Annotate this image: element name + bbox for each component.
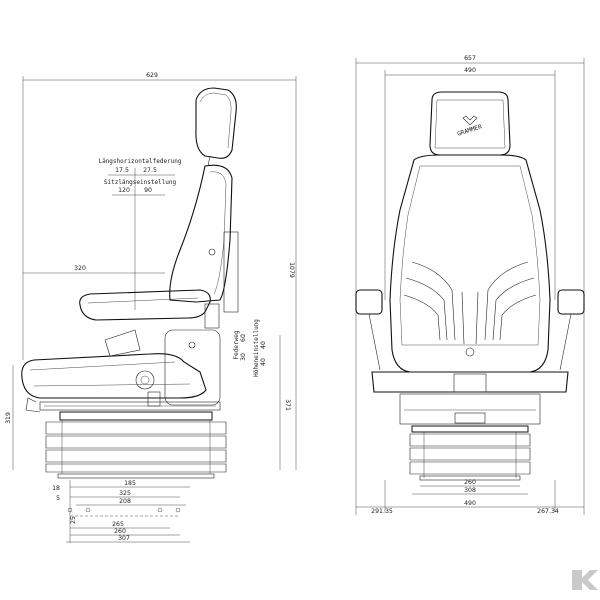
dim-18: 18 xyxy=(52,485,60,492)
seat-front-handle xyxy=(453,373,487,393)
base-top-plate xyxy=(59,411,213,421)
susp-a: 30 xyxy=(240,353,247,361)
k-logo-icon xyxy=(572,570,598,590)
dim-320: 320 xyxy=(74,265,86,272)
horiz-a: 17.5 xyxy=(115,167,129,174)
backrest-knob xyxy=(208,248,216,256)
label-fore-aft: Sitzlängseinstellung xyxy=(104,179,177,186)
seat-belt-buckle xyxy=(104,329,141,357)
backrest-front xyxy=(389,154,551,373)
horiz-b: 27.5 xyxy=(143,167,157,174)
armrest-left-front xyxy=(355,289,383,315)
brand-logo xyxy=(572,570,598,590)
dim-657: 657 xyxy=(464,55,476,62)
dim-267: 267.34 xyxy=(537,508,559,515)
seat-seam-2 xyxy=(33,383,191,387)
front-mech-center xyxy=(454,412,486,424)
height-a: 40 xyxy=(260,358,267,366)
headrest-post xyxy=(207,155,211,167)
dim-208: 208 xyxy=(119,498,131,505)
side-view: 629 1079 371 319 320 Längshorizontalfede… xyxy=(5,72,297,543)
bellows-side xyxy=(45,420,227,474)
fore-a: 120 xyxy=(118,187,130,194)
bellows-front xyxy=(409,432,531,478)
dim-260-front: 260 xyxy=(464,479,476,486)
fore-b: 90 xyxy=(144,187,152,194)
label-horizontal-suspension: Längshorizontalfederung xyxy=(98,158,181,165)
front-base-top xyxy=(411,425,529,433)
armrest-right-front xyxy=(557,289,585,315)
seat-cushion-side xyxy=(21,353,207,399)
grammer-logo-icon xyxy=(462,115,478,126)
dim-265: 265 xyxy=(112,521,124,528)
armrest-side xyxy=(79,289,211,321)
label-height-adjust: Höheneinstellung xyxy=(253,319,260,377)
front-view: 657 490 GRAMMER xyxy=(355,55,585,515)
label-suspension-travel: Federweg xyxy=(233,330,240,359)
susp-b: 60 xyxy=(240,334,247,342)
brand-text: GRAMMER xyxy=(456,123,483,138)
rail-front-stop xyxy=(25,397,41,413)
dim-308: 308 xyxy=(464,487,476,494)
armrest-left-post xyxy=(368,313,381,371)
backrest-panel xyxy=(223,231,239,313)
dim-371: 371 xyxy=(284,399,291,411)
lumbar-ribs xyxy=(403,261,537,345)
dim-307: 307 xyxy=(118,535,130,542)
armrest-hinge xyxy=(204,303,220,329)
adjust-wheel xyxy=(135,370,155,390)
dim-5: 5 xyxy=(56,495,60,502)
dim-185: 185 xyxy=(124,480,136,487)
housing-bolt xyxy=(188,341,196,349)
front-base-bottom xyxy=(419,475,521,481)
backrest-side xyxy=(169,164,233,303)
dim-260: 260 xyxy=(114,528,126,535)
armrest-right-post xyxy=(559,313,572,371)
lever-block xyxy=(147,391,161,407)
headrest-front xyxy=(429,91,511,156)
headrest-inner xyxy=(199,92,232,149)
backrest-front-inner xyxy=(399,165,541,346)
dim-325: 325 xyxy=(119,490,131,497)
backrest-inner xyxy=(209,171,227,295)
dim-1079: 1079 xyxy=(288,262,295,278)
dim-319: 319 xyxy=(5,412,12,424)
dim-490-top: 490 xyxy=(464,67,476,74)
front-mechanism xyxy=(399,393,541,425)
front-badge-icon xyxy=(465,347,475,357)
seat-front xyxy=(371,371,569,393)
dim-490-bottom: 490 xyxy=(464,500,476,507)
slide-rail xyxy=(39,401,221,411)
dim-291: 291.35 xyxy=(371,508,393,515)
seat-seam-1 xyxy=(29,361,176,371)
height-b: 40 xyxy=(260,341,267,349)
base-bottom-plate xyxy=(57,473,215,479)
bolt-holes-side xyxy=(67,507,181,517)
dim-25: 25 xyxy=(70,516,77,524)
suspension-housing xyxy=(164,329,221,406)
dim-629: 629 xyxy=(146,72,158,79)
headrest-side xyxy=(195,87,237,159)
adjust-wheel-hub xyxy=(140,375,150,385)
armrest-seam xyxy=(87,297,199,304)
headrest-front-inner xyxy=(434,99,506,149)
